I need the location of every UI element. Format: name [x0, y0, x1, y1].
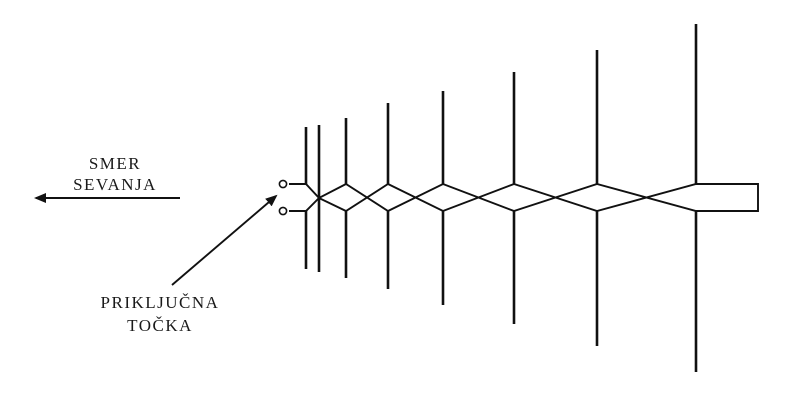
feed-terminal-lower	[278, 206, 288, 216]
feed-terminal-upper	[278, 179, 288, 189]
feed-point-arrow	[171, 194, 278, 286]
dipole-elements	[304, 24, 698, 372]
feed-point-label-line2: TOČKA	[127, 316, 193, 335]
feed-point-label-line1: PRIKLJUČNA	[101, 293, 220, 312]
direction-label-line2: SEVANJA	[73, 175, 157, 194]
direction-label-line1: SMER	[89, 154, 141, 173]
feed-line-upper	[289, 182, 759, 213]
